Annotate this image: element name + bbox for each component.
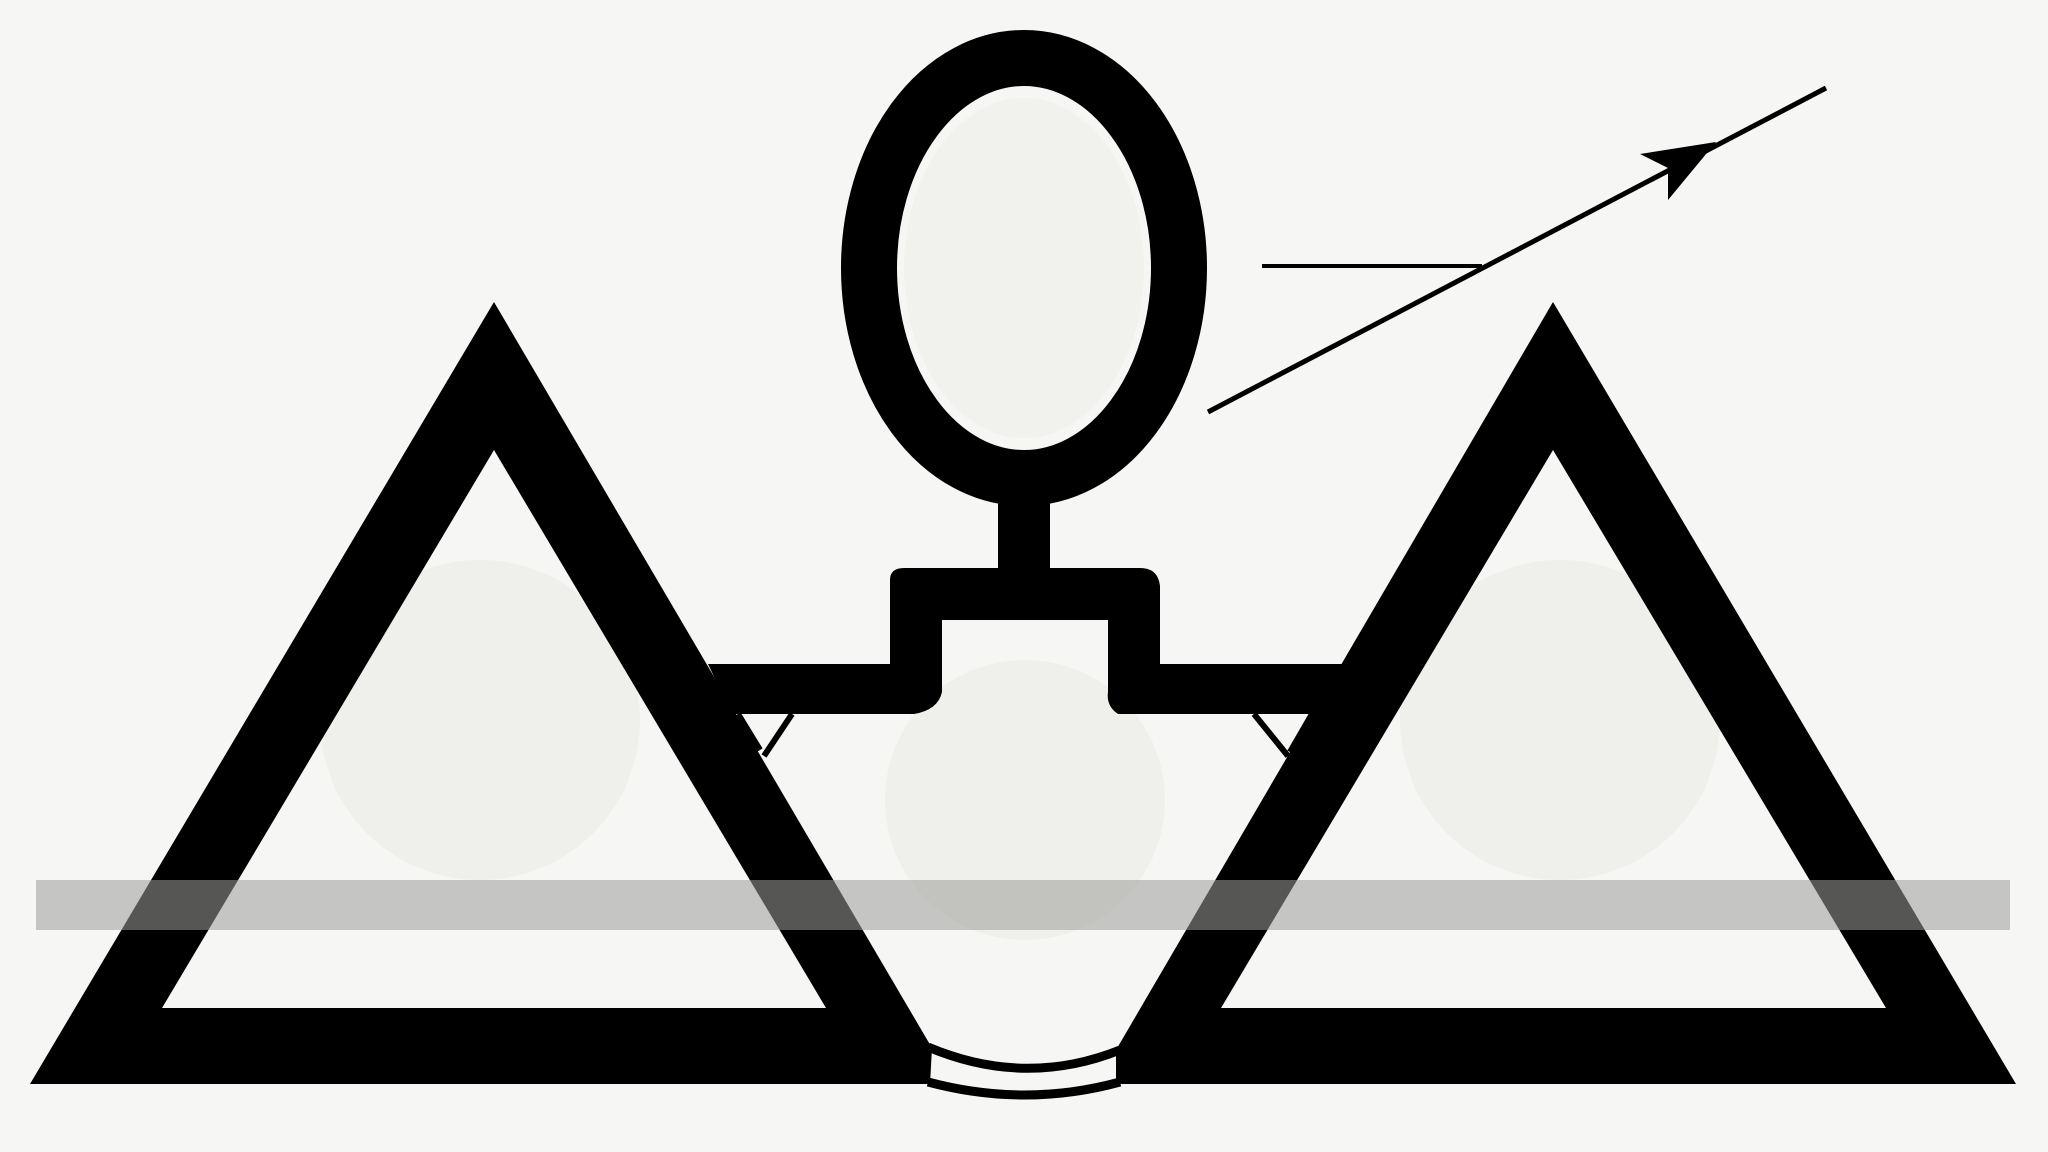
bracket-wedge-right: [1251, 712, 1315, 758]
right-triangle: [1116, 302, 2016, 1084]
left-triangle: [30, 302, 932, 1084]
pointer-arrow: [1206, 85, 1828, 415]
bracket: [708, 568, 1342, 714]
pointer-arrowhead: [1640, 142, 1716, 200]
circle-node-inner-shade: [904, 98, 1144, 438]
bracket-wedge-left: [735, 712, 795, 758]
bottom-arc-lower: [926, 1077, 1122, 1100]
horizontal-band: [36, 880, 2010, 930]
bottom-arc: [926, 1042, 1122, 1073]
